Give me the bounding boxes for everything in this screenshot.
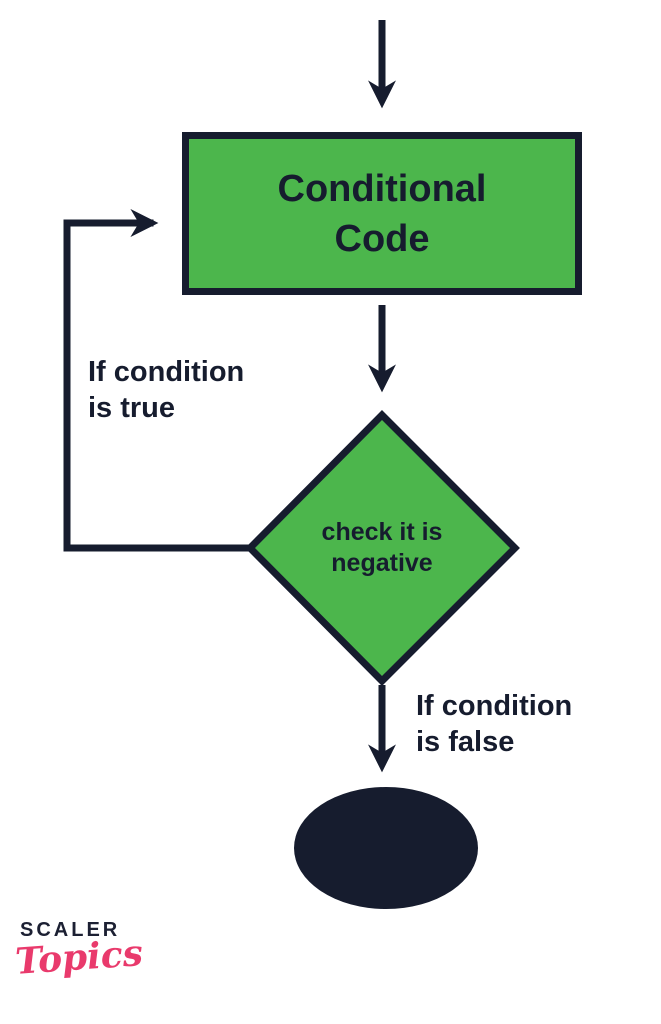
false-branch-label: If condition is false xyxy=(416,690,573,758)
terminator-node xyxy=(294,787,478,909)
true-branch-label: If condition is true xyxy=(88,356,245,424)
decision-diamond xyxy=(245,410,520,686)
process-node: Conditional Code xyxy=(182,132,582,295)
brand-logo: SCALER Topics xyxy=(14,918,144,983)
true-branch-loop-arrow xyxy=(63,209,254,552)
scaler-wordmark: SCALER xyxy=(20,919,121,941)
topics-wordmark: Topics xyxy=(13,932,145,983)
decision-node-label: check it is negative xyxy=(321,518,443,577)
process-node-label: Conditional Code xyxy=(277,167,487,260)
